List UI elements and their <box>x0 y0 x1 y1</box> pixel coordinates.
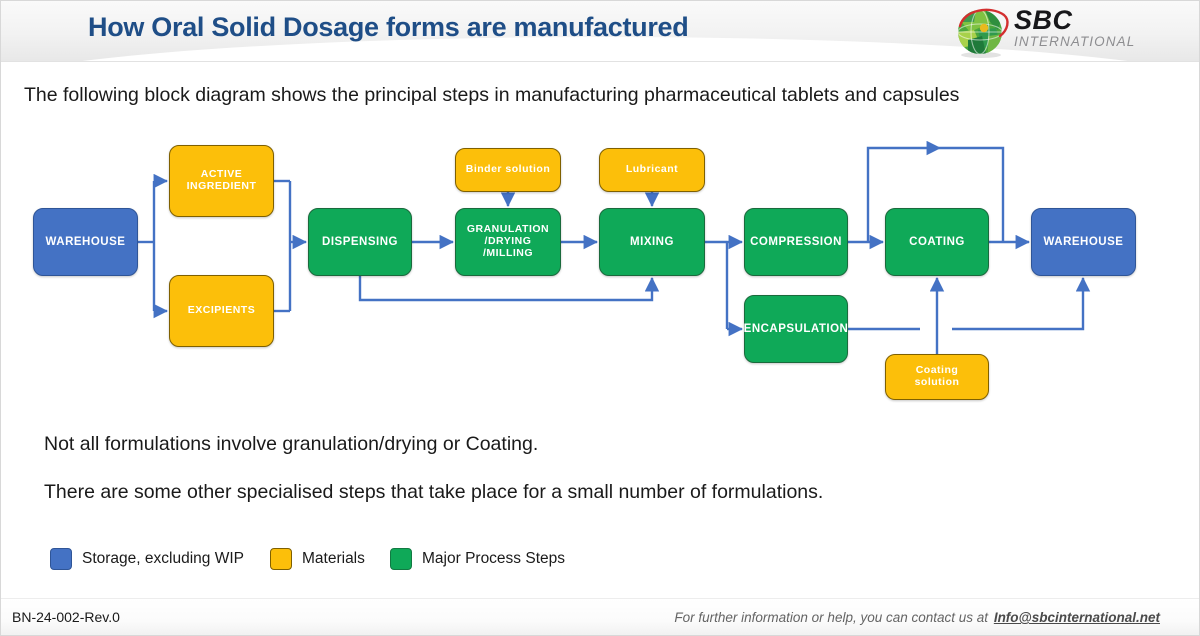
legend-swatch-icon <box>50 548 72 570</box>
diagram-node-compression[interactable]: COMPRESSION <box>744 208 848 276</box>
wire-coating-bypass-down <box>940 146 1005 242</box>
diagram-node-label: ENCAPSULATION <box>743 322 849 335</box>
wire-encapsulation-to-warehouse <box>952 277 1091 331</box>
intro-paragraph: The following block diagram shows the pr… <box>24 84 960 106</box>
logo-wordmark: SBC INTERNATIONAL <box>1014 7 1135 50</box>
logo-brand-text: SBC <box>1014 5 1073 35</box>
diagram-node-label: ACTIVE INGREDIENT <box>186 168 257 192</box>
legend-swatch-icon <box>390 548 412 570</box>
process-block-diagram: WAREHOUSE ACTIVE INGREDIENT EXCIPIENTS DISP… <box>0 120 1200 420</box>
logo-subbrand-text: INTERNATIONAL <box>1014 34 1136 49</box>
diagram-node-coating[interactable]: COATING <box>885 208 989 276</box>
diagram-connectors <box>138 140 1091 354</box>
legend-item-1: Materials <box>270 546 365 572</box>
legend-item-0: Storage, excluding WIP <box>50 546 244 572</box>
diagram-node-active-ingredient[interactable]: ACTIVE INGREDIENT <box>169 145 274 217</box>
diagram-node-label: Lubricant <box>625 163 679 176</box>
legend-label: Materials <box>302 550 365 567</box>
company-logo: SBC INTERNATIONAL <box>954 4 1154 60</box>
legend-swatch-icon <box>270 548 292 570</box>
diagram-node-lubricant[interactable]: Lubricant <box>599 148 705 192</box>
diagram-node-encapsulation[interactable]: ENCAPSULATION <box>744 295 848 363</box>
slide-footer: BN-24-002-Rev.0 For further information … <box>0 598 1200 636</box>
wire-coating-bypass-arrow <box>866 140 941 242</box>
diagram-node-label: Binder solution <box>465 163 551 176</box>
diagram-node-binder-solution[interactable]: Binder solution <box>455 148 561 192</box>
diagram-node-label: Coating solution <box>914 364 960 388</box>
diagram-node-label: EXCIPIENTS <box>187 304 256 317</box>
diagram-node-mixing[interactable]: MIXING <box>599 208 705 276</box>
diagram-node-label: COATING <box>909 235 965 248</box>
diagram-node-dispensing[interactable]: DISPENSING <box>308 208 412 276</box>
diagram-node-warehouse-out[interactable]: WAREHOUSE <box>1031 208 1136 276</box>
diagram-node-excipients[interactable]: EXCIPIENTS <box>169 275 274 347</box>
note-line-2: There are some other specialised steps t… <box>44 481 824 503</box>
diagram-node-label: COMPRESSION <box>750 235 842 248</box>
diagram-node-label: DISPENSING <box>322 235 398 248</box>
slide-header: How Oral Solid Dosage forms are manufact… <box>0 0 1200 62</box>
diagram-node-label: MIXING <box>630 235 674 248</box>
diagram-node-label: GRANULATION /DRYING /MILLING <box>466 223 550 259</box>
contact-email-link[interactable]: Info@sbcinternational.net <box>993 610 1160 625</box>
legend-label: Major Process Steps <box>422 550 565 567</box>
diagram-node-coating-solution[interactable]: Coating solution <box>885 354 989 400</box>
wire-dispensing-bypass-to-mixing <box>358 276 660 302</box>
globe-logo-icon <box>958 8 1009 58</box>
legend-label: Storage, excluding WIP <box>82 550 244 567</box>
contact-text: For further information or help, you can… <box>674 610 989 625</box>
diagram-node-label: WAREHOUSE <box>1043 235 1124 248</box>
legend-item-2: Major Process Steps <box>390 546 565 572</box>
document-code: BN-24-002-Rev.0 <box>12 609 120 625</box>
contact-line: For further information or help, you can… <box>674 610 1160 625</box>
page-title: How Oral Solid Dosage forms are manufact… <box>88 12 689 42</box>
diagram-node-warehouse-in[interactable]: WAREHOUSE <box>33 208 138 276</box>
diagram-node-granulation[interactable]: GRANULATION /DRYING /MILLING <box>455 208 561 276</box>
note-line-1: Not all formulations involve granulation… <box>44 433 539 455</box>
diagram-node-label: WAREHOUSE <box>45 235 126 248</box>
